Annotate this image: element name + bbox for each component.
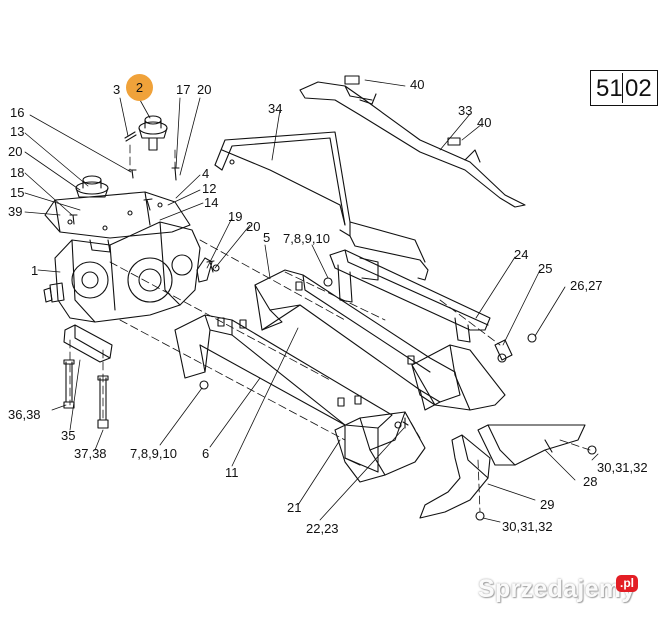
callout-30-31-32-lower: 30,31,32 xyxy=(502,519,553,534)
callout-7-8-9-10-upper: 7,8,9,10 xyxy=(283,231,330,246)
highlighted-part-number: 2 xyxy=(135,80,144,95)
callout-40-top: 40 xyxy=(410,77,425,92)
watermark-badge-text: .pl xyxy=(620,576,634,590)
callout-30-31-32-right: 30,31,32 xyxy=(597,460,648,475)
callout-12: 12 xyxy=(202,181,217,196)
knob-2 xyxy=(138,115,168,151)
callout-20-mid: 20 xyxy=(246,219,261,234)
callout-21: 21 xyxy=(287,500,302,515)
plate-21 xyxy=(334,411,426,483)
frame-5 xyxy=(254,269,461,411)
center-lines xyxy=(69,144,591,513)
callout-3: 3 xyxy=(113,82,121,97)
watermark-badge: .pl xyxy=(616,575,638,592)
callout-37-38: 37,38 xyxy=(74,446,107,461)
callout-18: 18 xyxy=(10,165,25,180)
callout-13: 13 xyxy=(10,124,25,139)
guide-rail-24 xyxy=(329,249,491,343)
page-number-left: 51 xyxy=(596,75,623,102)
page-number-divider xyxy=(622,73,624,103)
bracket-19 xyxy=(196,257,213,283)
callout-6: 6 xyxy=(202,446,210,461)
frame-6 xyxy=(174,314,393,473)
support-11 xyxy=(411,344,506,411)
top-bar-33 xyxy=(299,75,526,208)
callout-1: 1 xyxy=(31,263,39,278)
lower-screws xyxy=(199,264,597,521)
callout-11: 11 xyxy=(225,465,239,480)
pin-3 xyxy=(124,131,137,142)
callout-20-top: 20 xyxy=(197,82,212,97)
bolt-36-38 xyxy=(63,359,75,409)
plate-29 xyxy=(419,434,491,519)
plate-28 xyxy=(477,424,586,466)
highlighted-part-marker: 2 xyxy=(126,74,153,101)
watermark-text: Sprzedajemy xyxy=(478,575,636,603)
page-number-right: 02 xyxy=(625,75,652,102)
callout-15: 15 xyxy=(10,185,25,200)
bolt-37-38 xyxy=(97,375,109,429)
callout-29: 29 xyxy=(540,497,555,512)
callout-39: 39 xyxy=(8,204,23,219)
callout-20-left: 20 xyxy=(8,144,23,159)
callout-5: 5 xyxy=(263,230,271,245)
callout-28: 28 xyxy=(583,474,598,489)
callout-17: 17 xyxy=(176,82,191,97)
callout-19: 19 xyxy=(228,209,243,224)
callout-24: 24 xyxy=(514,247,529,262)
page-number-box: 51 02 xyxy=(590,70,658,106)
callout-4: 4 xyxy=(202,166,210,181)
screw-22-23 xyxy=(402,417,409,429)
callout-35: 35 xyxy=(61,428,76,443)
leader-lines xyxy=(24,79,599,523)
callout-36-38: 36,38 xyxy=(8,407,41,422)
gearbox-assembly-1 xyxy=(43,191,201,323)
spacer-block-35 xyxy=(63,324,113,363)
callout-25: 25 xyxy=(538,261,553,276)
callout-16: 16 xyxy=(10,105,25,120)
callout-14: 14 xyxy=(204,195,219,210)
callout-34: 34 xyxy=(268,101,283,116)
rail-bracket-34 xyxy=(214,131,429,281)
knob-13 xyxy=(75,175,109,198)
callout-40-mid: 40 xyxy=(477,115,492,130)
callout-22-23: 22,23 xyxy=(306,521,339,536)
callout-33: 33 xyxy=(458,103,473,118)
callout-7-8-9-10-lower: 7,8,9,10 xyxy=(130,446,177,461)
callout-26-27: 26,27 xyxy=(570,278,603,293)
